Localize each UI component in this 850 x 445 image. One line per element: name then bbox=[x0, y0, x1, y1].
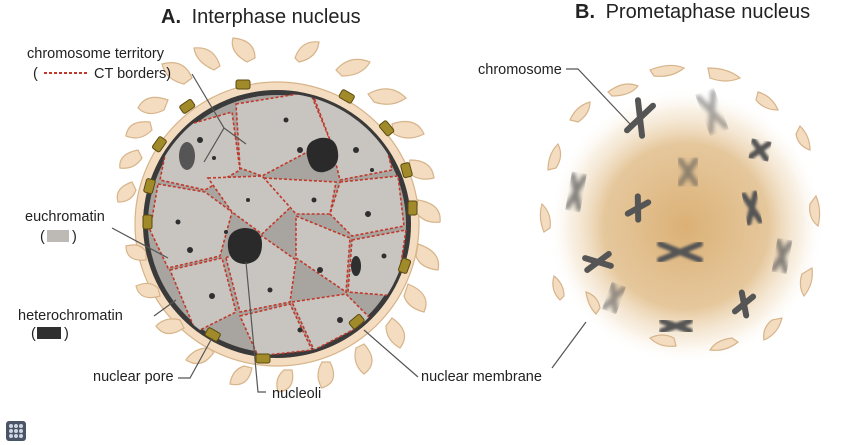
label-ct-borders-open: ( bbox=[33, 66, 38, 82]
label-heterochromatin-open: ( bbox=[31, 326, 36, 342]
panel-b-title: B. Prometaphase nucleus bbox=[575, 1, 810, 23]
interphase-nucleus bbox=[116, 37, 441, 393]
heterochromatin-swatch bbox=[37, 327, 61, 339]
panel-a-labels: chromosome territory ( CT borders) euchr… bbox=[18, 46, 542, 402]
label-ct-borders: CT borders) bbox=[94, 66, 171, 82]
leader-heterochromatin bbox=[153, 299, 177, 317]
panel-b-labels: chromosome bbox=[478, 62, 631, 369]
label-euchromatin: euchromatin bbox=[25, 209, 105, 225]
leader-nucleoli bbox=[245, 261, 266, 393]
leader-chromosome-territory-2 bbox=[223, 127, 247, 145]
leader-nuclear-pore bbox=[178, 337, 213, 379]
leader-euchromatin bbox=[111, 227, 169, 259]
leader-nuclear-membrane-b bbox=[551, 321, 587, 369]
membrane-fragments bbox=[539, 64, 821, 351]
euchromatin-swatch bbox=[47, 230, 69, 242]
panel-b-title-text: Prometaphase nucleus bbox=[606, 1, 811, 23]
label-nuclear-pore: nuclear pore bbox=[93, 369, 174, 385]
panel-b-letter: B. bbox=[575, 1, 595, 23]
nucleoli bbox=[227, 137, 339, 264]
label-nucleoli: nucleoli bbox=[272, 386, 321, 402]
euchromatin-territories bbox=[149, 93, 407, 355]
panel-a-letter: A. bbox=[161, 6, 181, 28]
panel-a-title: A. Interphase nucleus bbox=[161, 6, 361, 28]
nuclear-pores bbox=[142, 79, 418, 364]
label-euchromatin-open: ( bbox=[40, 229, 45, 245]
panel-a-title-text: Interphase nucleus bbox=[192, 6, 361, 28]
heterochromatin-speckles bbox=[175, 117, 387, 333]
leader-nuclear-membrane bbox=[363, 329, 419, 378]
prometaphase-nucleus bbox=[539, 64, 824, 364]
label-chromosome: chromosome bbox=[478, 62, 562, 78]
label-heterochromatin: heterochromatin bbox=[18, 308, 123, 324]
grid-logo-icon bbox=[6, 421, 26, 441]
label-heterochromatin-close: ) bbox=[64, 326, 69, 342]
label-nuclear-membrane: nuclear membrane bbox=[421, 369, 542, 385]
leader-chromosome bbox=[566, 68, 631, 125]
label-euchromatin-close: ) bbox=[72, 229, 77, 245]
chromosomes bbox=[564, 89, 794, 334]
label-chromosome-territory: chromosome territory bbox=[27, 46, 165, 62]
